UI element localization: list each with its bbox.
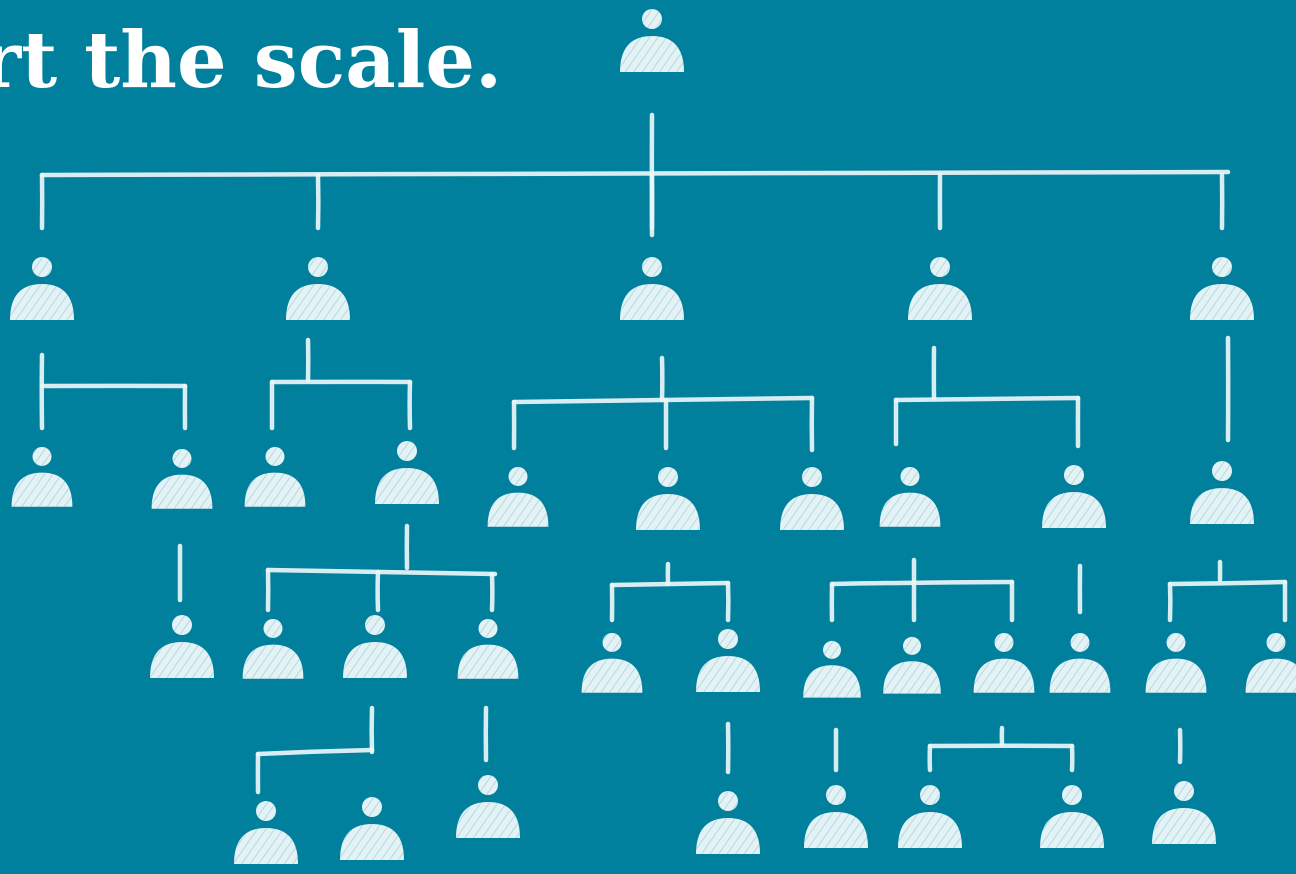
person-icon bbox=[1050, 633, 1111, 693]
person-icon bbox=[150, 615, 214, 678]
connector-line bbox=[258, 750, 372, 754]
connector-line bbox=[42, 172, 1228, 175]
person-icon bbox=[803, 641, 861, 698]
connector-line bbox=[832, 582, 1012, 584]
person-level1-icon bbox=[908, 257, 972, 320]
person-icon bbox=[883, 637, 941, 694]
person-icon bbox=[245, 447, 306, 507]
connector-line bbox=[896, 398, 1078, 400]
person-level1-icon bbox=[10, 257, 74, 320]
person-level1-icon bbox=[286, 257, 350, 320]
person-icon bbox=[1040, 785, 1104, 848]
person-icon bbox=[1190, 461, 1254, 524]
person-icon bbox=[636, 467, 700, 530]
person-icon bbox=[804, 785, 868, 848]
person-icon bbox=[456, 775, 520, 838]
person-level1-icon bbox=[620, 257, 684, 320]
person-icon bbox=[1146, 633, 1207, 693]
person-icon bbox=[1246, 633, 1296, 693]
connector-line bbox=[612, 583, 728, 585]
person-icon bbox=[340, 797, 404, 860]
person-icon bbox=[696, 629, 760, 692]
person-icon bbox=[243, 619, 304, 679]
person-icon bbox=[152, 449, 213, 509]
person-icon bbox=[234, 801, 298, 864]
person-icon bbox=[582, 633, 643, 693]
person-root-icon bbox=[620, 9, 684, 72]
person-icon bbox=[458, 619, 519, 679]
person-icon bbox=[974, 633, 1035, 693]
connector-line bbox=[1170, 582, 1285, 584]
person-icon bbox=[1042, 465, 1106, 528]
person-icon bbox=[12, 447, 73, 507]
connector-line bbox=[514, 398, 812, 402]
person-level1-icon bbox=[1190, 257, 1254, 320]
person-icon bbox=[1152, 781, 1216, 844]
person-icon bbox=[343, 615, 407, 678]
person-icon bbox=[898, 785, 962, 848]
person-icon bbox=[780, 467, 844, 530]
person-icon bbox=[880, 467, 941, 527]
person-icon bbox=[696, 791, 760, 854]
connector-line bbox=[268, 570, 495, 574]
person-icon bbox=[488, 467, 549, 527]
person-icon bbox=[375, 441, 439, 504]
